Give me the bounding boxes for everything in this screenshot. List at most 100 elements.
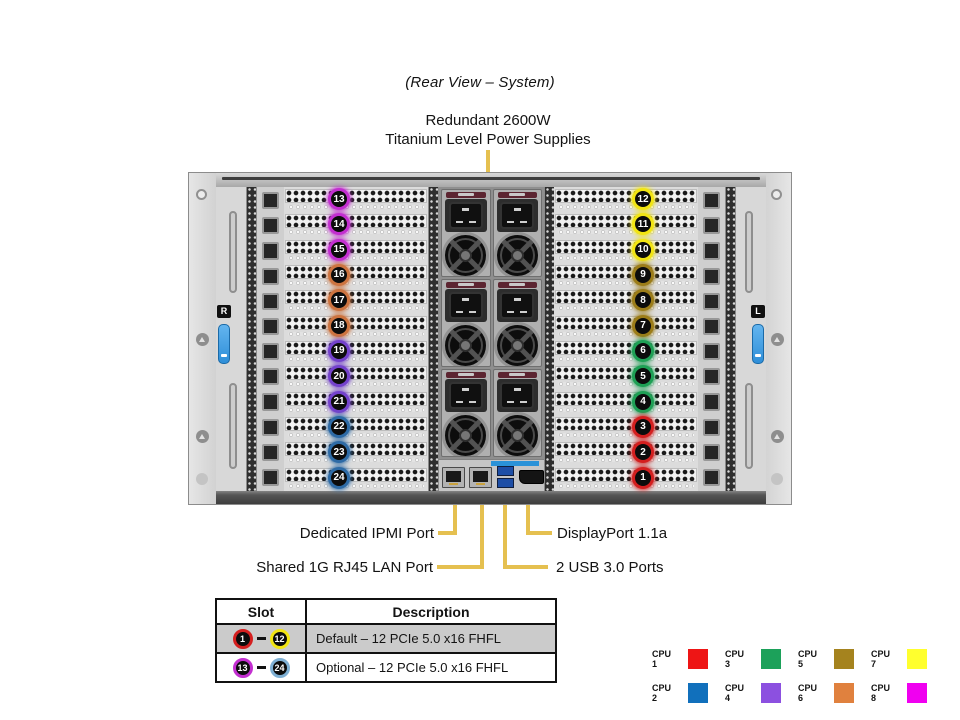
ipmi-port-label: Dedicated IPMI Port [299,525,434,542]
pcie-slot-grille [285,315,427,330]
slot-badge-17: 17 [328,289,350,312]
cpu-legend-item: CPU 7 [871,649,944,669]
pcie-bracket-connector [703,267,720,285]
pcie-bracket-connector [703,292,720,310]
psu-fan-icon [442,322,490,366]
fan-hub [510,429,524,442]
pcie-slot-row: 15 [284,238,428,263]
pcie-slot-row: 1 [554,466,698,491]
chassis-handle-zone-right: L [736,187,766,491]
slot-badge-24: 24 [328,466,350,489]
pcie-slot-grille [555,391,697,406]
cpu-legend-label: CPU 3 [725,649,745,669]
slot-separator [288,483,424,488]
slot-badge-2: 2 [632,441,654,464]
slot-badge-1: 1 [632,466,654,489]
pcie-bracket-connector [703,443,720,461]
pcie-bracket-connector [262,368,279,386]
pcie-slot-row: 9 [554,263,698,288]
pcie-slot-grille [555,366,697,381]
pcie-slot-grille [555,416,697,431]
handle-bar [229,211,237,293]
handle-bar [745,211,753,293]
pcie-slot-row: 24 [284,466,428,491]
slot-separator [288,230,424,235]
pcie-slot-grille [555,290,697,305]
slot-separator [288,382,424,387]
psu-fan-icon [493,412,541,456]
up-arrow-icon [771,430,784,443]
screw-hole-icon [196,189,207,200]
callout-line-usb [503,565,548,569]
cpu-legend-item: CPU 2 [652,683,725,703]
power-supply-unit [441,369,491,457]
slot-separator [288,255,424,260]
slot-separator [288,205,424,209]
slot-separator [288,356,424,361]
slot-separator [558,432,694,437]
psu-latch [497,372,537,378]
slot-badge-19: 19 [328,339,350,362]
usb-port-icon [497,478,514,488]
pcie-slot-grille [285,239,427,254]
cpu-color-swatch [907,649,927,669]
slot-badge-4: 4 [632,390,654,413]
up-arrow-icon [196,430,209,443]
diagram-title: (Rear View – System) [405,74,555,91]
psu-inlet-panel [445,199,487,232]
psu-fan-area [493,412,542,456]
slot-separator [558,280,694,285]
psu-power-inlet-icon [500,202,535,229]
pcie-bracket-connector [262,242,279,260]
psu-callout-line2: Titanium Level Power Supplies [385,131,591,148]
pcie-slot-row: 19 [284,339,428,364]
handle-bar [745,383,753,469]
usb-port-icon [497,466,514,476]
psu-inlet-panel [496,379,538,412]
psu-fan-area [493,232,542,276]
cpu-legend-item: CPU 3 [725,649,798,669]
slot-badge-9: 9 [632,263,654,286]
slot-badge-10: 10 [632,238,654,261]
cpu-color-swatch [907,683,927,703]
slot-badge-1: 1 [232,628,253,649]
psu-callout-label: Redundant 2600W Titanium Level Power Sup… [28,111,948,149]
rack-ear-right [763,173,791,504]
psu-callout-line1: Redundant 2600W [425,112,551,129]
pcie-slot-row: 14 [284,212,428,237]
slot-separator [558,407,694,412]
callout-line-displayport [526,503,530,535]
pcie-slot-row: 3 [554,415,698,440]
cpu-legend-item: CPU 6 [798,683,871,703]
pcie-bracket-connector [262,418,279,436]
lan-port-icon [469,466,492,488]
slot-badge-21: 21 [328,390,350,413]
pcie-bracket-column-right [698,187,725,491]
pcie-slot-grille [555,189,697,203]
cpu-legend-label: CPU 7 [871,649,891,669]
pcie-slot-grille [285,391,427,406]
lan-port-label: Shared 1G RJ45 LAN Port [256,559,433,576]
psu-latch [497,192,537,198]
fan-hub [459,429,473,442]
slot-badge-15: 15 [328,238,350,261]
callout-line-lan [480,503,484,569]
slot-badge-14: 14 [328,213,350,236]
pcie-slot-grille [555,264,697,279]
slot-badge-12: 12 [632,188,654,210]
pcie-bracket-connector [703,368,720,386]
pcie-slot-grille [285,214,427,229]
displayport-icon [519,470,544,484]
cpu-legend-item: CPU 1 [652,649,725,669]
cpu-legend-item: CPU 5 [798,649,871,669]
pcie-slot-row: 6 [554,339,698,364]
pcie-slot-grille [555,214,697,229]
pcie-slot-row: 12 [554,187,698,212]
pcie-slot-row: 21 [284,390,428,415]
pcie-bracket-connector [703,217,720,235]
pcie-slot-row: 5 [554,364,698,389]
table-header-row: Slot Description [217,600,555,625]
usb-ports [497,466,514,488]
